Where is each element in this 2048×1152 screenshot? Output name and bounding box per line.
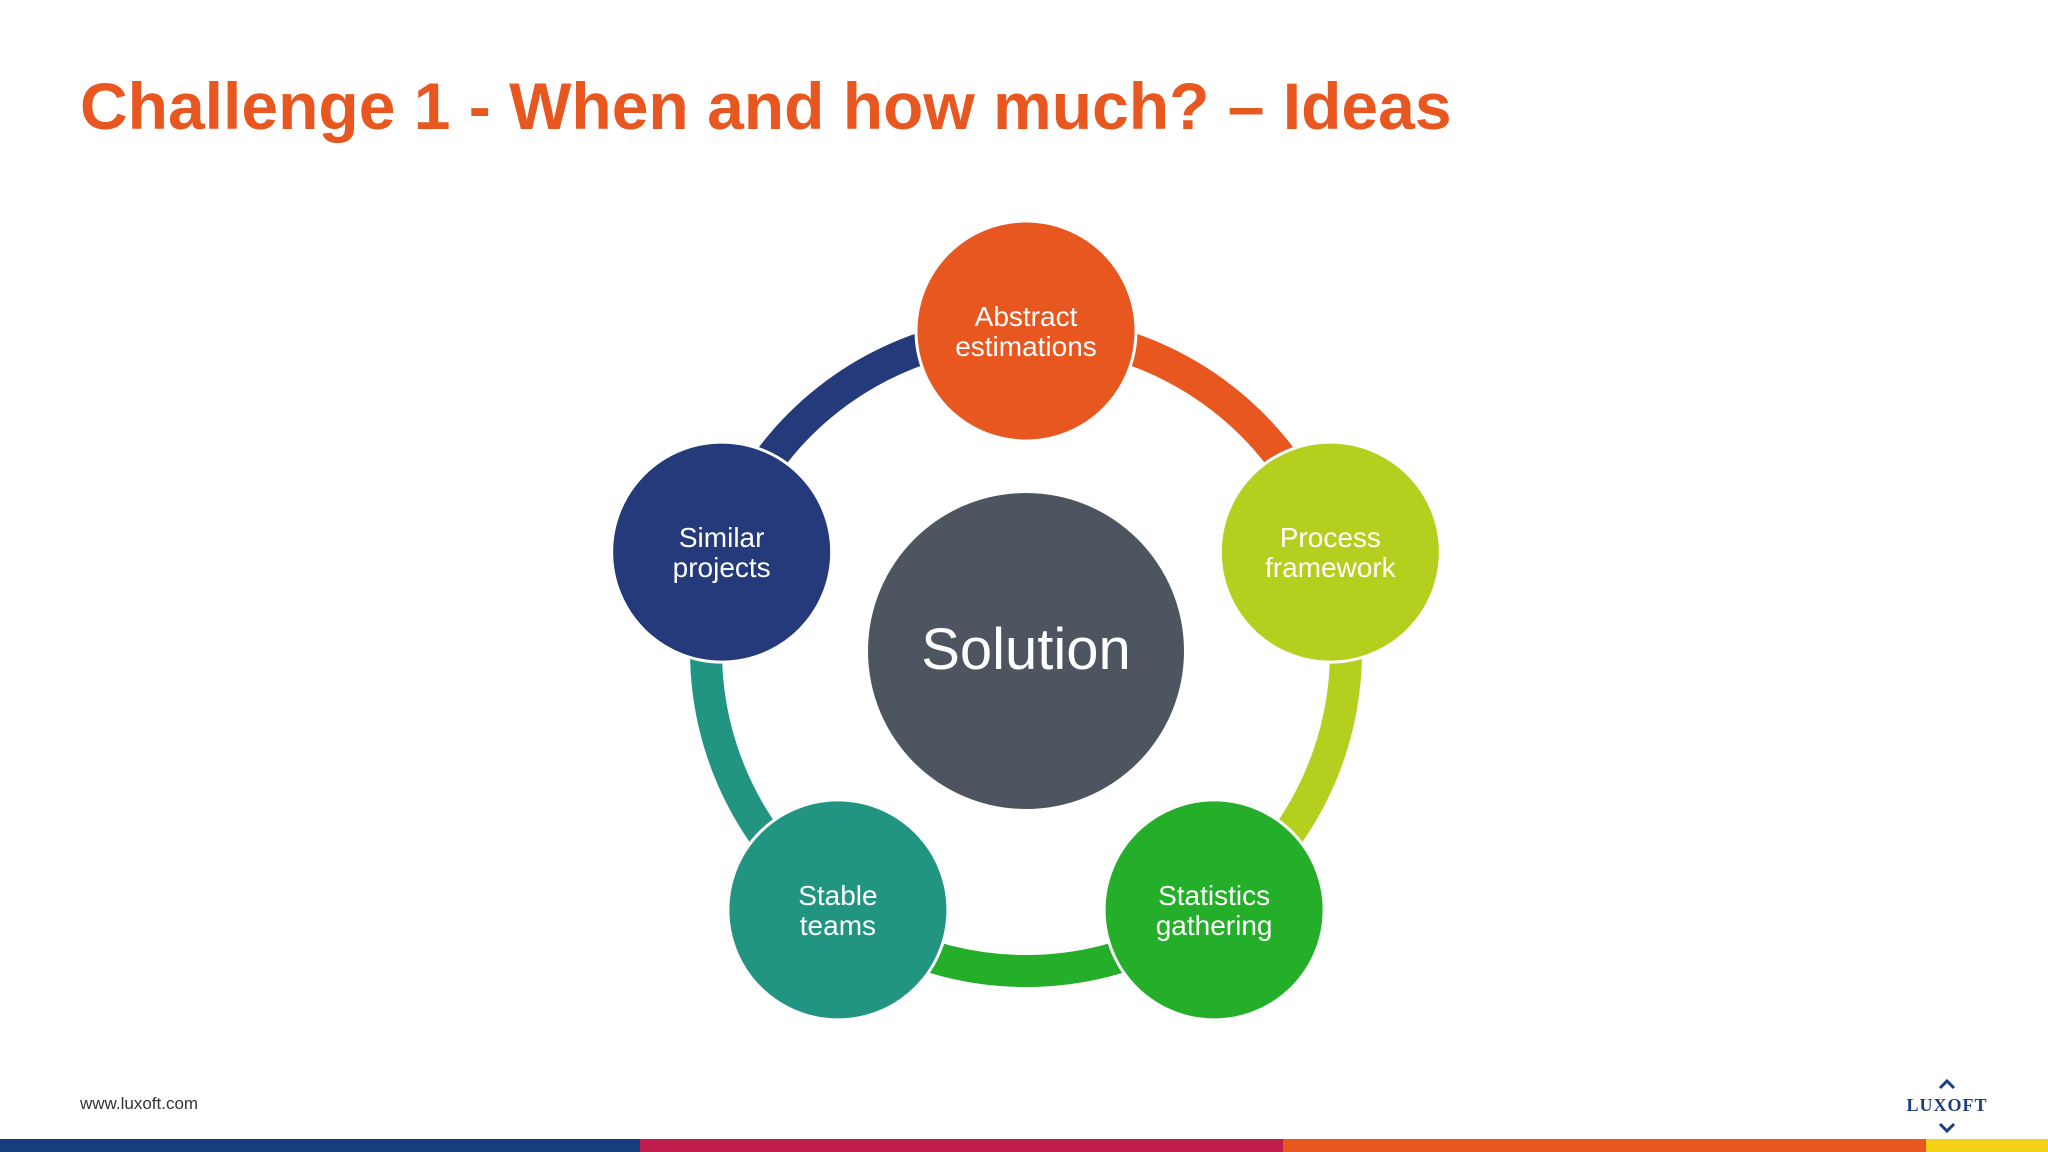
- slide-title: Challenge 1 - When and how much? – Ideas: [80, 69, 1452, 143]
- luxoft-logo: LUXOFT: [1892, 1077, 2002, 1135]
- logo-wordmark: LUXOFT: [1906, 1095, 1988, 1115]
- cycle-node-circle: [1102, 798, 1326, 1022]
- bar-segment-yellow: [1926, 1139, 2048, 1152]
- cycle-node-label: Similar: [679, 522, 765, 553]
- logo-chevrons-icon: [1938, 1078, 1956, 1134]
- cycle-node-label: projects: [673, 552, 771, 583]
- cycle-node-circle: [610, 440, 834, 664]
- cycle-nodes: AbstractestimationsProcessframeworkStati…: [610, 219, 1442, 1022]
- cycle-node-label: estimations: [955, 331, 1097, 362]
- cycle-node-label: Stable: [798, 880, 877, 911]
- bar-segment-red: [640, 1139, 1283, 1152]
- cycle-node-label: framework: [1265, 552, 1397, 583]
- cycle-node-circle: [1218, 440, 1442, 664]
- cycle-node-label: Abstract: [975, 301, 1078, 332]
- bottom-color-bar: [0, 1139, 2048, 1152]
- cycle-node-circle: [914, 219, 1138, 443]
- center-circle: [868, 493, 1184, 809]
- cycle-node-label: gathering: [1156, 910, 1273, 941]
- cycle-node-circle: [726, 798, 950, 1022]
- footer-url[interactable]: www.luxoft.com: [80, 1094, 199, 1113]
- center-label: Solution: [921, 617, 1131, 682]
- bar-segment-blue: [0, 1139, 640, 1152]
- cycle-node-label: Process: [1280, 522, 1381, 553]
- bar-segment-orange: [1283, 1139, 1926, 1152]
- cycle-node-label: Statistics: [1158, 880, 1270, 911]
- cycle-node-label: teams: [800, 910, 876, 941]
